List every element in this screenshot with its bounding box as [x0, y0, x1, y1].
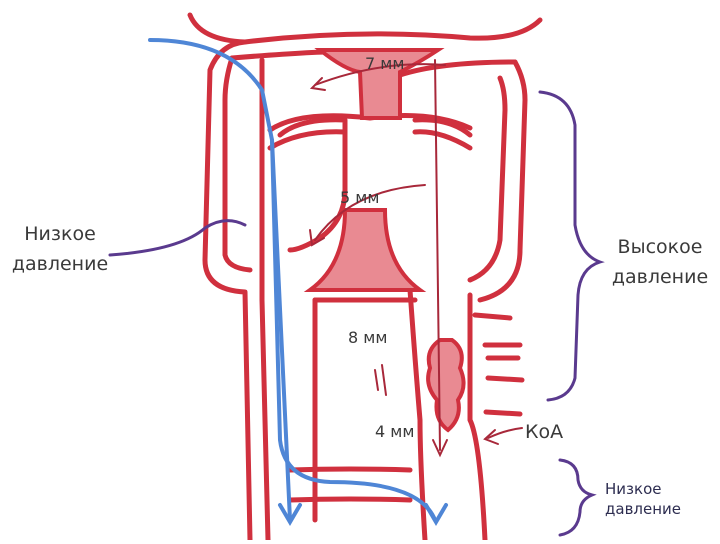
vein-branch — [270, 138, 292, 522]
coarctation-tick-1 — [472, 312, 513, 321]
measure-4mm: 4 мм — [375, 422, 415, 441]
middle-chamber — [303, 208, 427, 292]
arrow-5mm-head — [309, 229, 325, 247]
coarctation-bulge — [426, 338, 466, 433]
measure-7mm: 7 мм — [365, 54, 405, 73]
mid-branch-upper-right — [412, 117, 473, 138]
upper-vessel-outer — [187, 12, 543, 45]
high-pressure-bracket — [538, 90, 605, 402]
low-pressure-bottom-line1: Низкое — [605, 480, 662, 498]
low-pressure-bracket — [558, 458, 597, 537]
mid-branch-upper — [277, 117, 348, 253]
measure-5mm: 5 мм — [340, 188, 380, 207]
arrow-5mm — [314, 184, 426, 241]
horizontal-link-2 — [267, 129, 473, 151]
low-pressure-pointer — [108, 219, 247, 257]
vein-path — [148, 38, 437, 522]
low-pressure-label-line2: давление — [11, 253, 109, 275]
lower-connector-2 — [287, 496, 413, 503]
coarctation-tick-3 — [485, 375, 525, 383]
low-pressure-label-line1: Низкое — [24, 223, 96, 245]
right-vessel-outer — [477, 59, 528, 303]
vein-arrow-right — [424, 503, 448, 526]
high-pressure-label-line1: Высокое — [617, 236, 703, 258]
coarctation-label: КоА — [525, 421, 564, 443]
upper-chamber — [314, 48, 445, 120]
lower-connector-1 — [287, 466, 413, 473]
left-vessel-inner — [222, 55, 253, 273]
arrow-coarctation — [487, 427, 523, 439]
arrow-descending-head — [432, 439, 448, 458]
left-vessel-outer — [202, 39, 253, 543]
high-pressure-label-line2: давление — [611, 266, 709, 288]
vein-arrow-left — [278, 503, 302, 526]
right-vessel-inner — [467, 75, 508, 283]
arrow-7mm-head — [309, 77, 326, 91]
low-pressure-bottom-line2: давление — [605, 500, 682, 518]
coarctation-tick-2 — [482, 342, 523, 361]
arrow-7mm — [314, 63, 446, 86]
flow-lines — [374, 364, 387, 396]
arrow-descending — [434, 59, 441, 451]
inner-left-wall — [259, 57, 271, 543]
coarctation-tick-4 — [483, 409, 523, 417]
aorta-right-wall — [467, 292, 488, 543]
arrow-coarctation-head — [483, 429, 499, 445]
aorta-left-wall — [407, 287, 428, 543]
measure-8mm: 8 мм — [348, 328, 388, 347]
